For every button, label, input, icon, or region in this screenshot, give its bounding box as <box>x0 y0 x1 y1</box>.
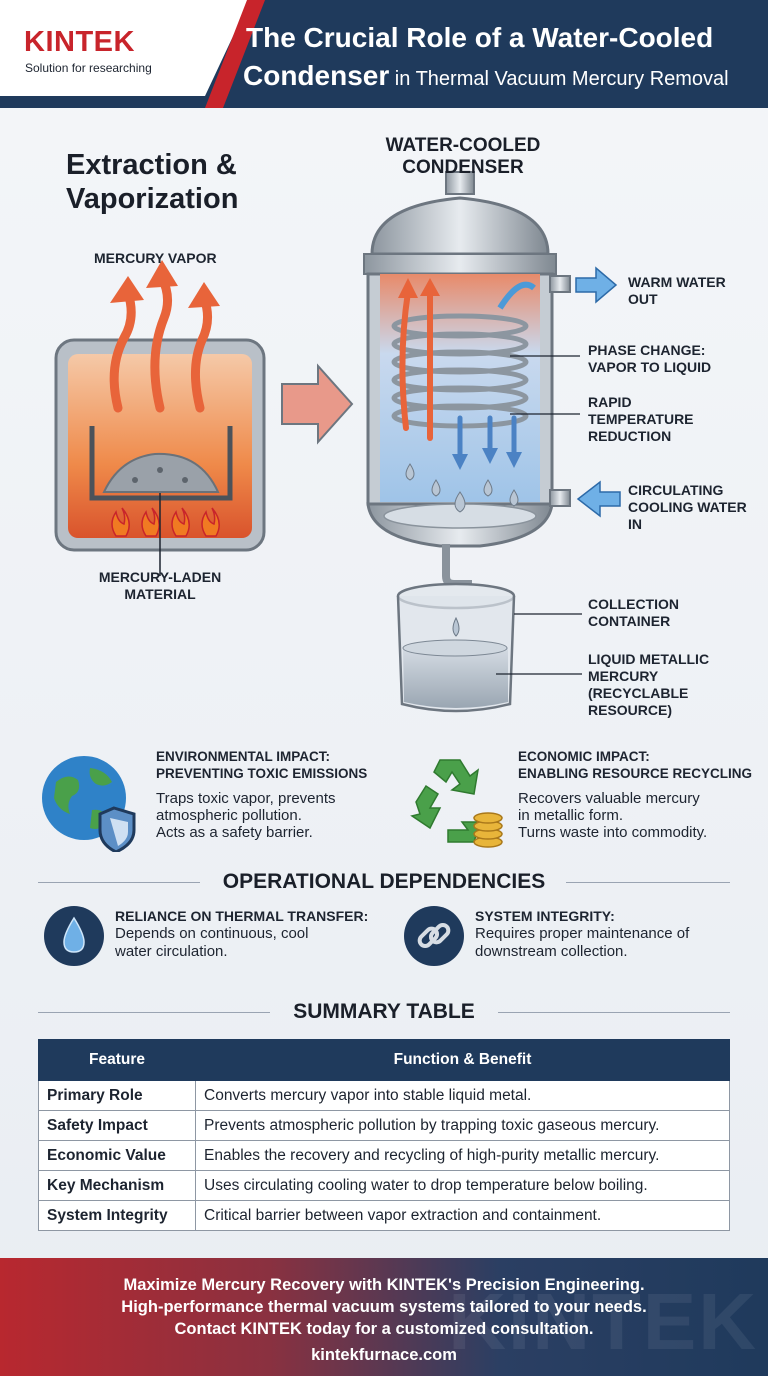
header-banner: KINTEK Solution for researching The Cruc… <box>0 0 768 108</box>
table-cell-feature: System Integrity <box>38 1200 196 1231</box>
water-drop-icon <box>44 906 104 966</box>
thermal-transfer-text-line2: water circulation. <box>115 943 228 960</box>
economic-impact-title-line1: ECONOMIC IMPACT: <box>518 749 650 764</box>
environmental-impact-title-line2: PREVENTING TOXIC EMISSIONS <box>156 766 368 781</box>
process-illustration <box>54 171 621 713</box>
table-row: Safety Impact Prevents atmospheric pollu… <box>38 1110 730 1141</box>
brand-tagline: Solution for researching <box>25 61 152 75</box>
phase-change-label: PHASE CHANGE: VAPOR TO LIQUID <box>588 342 712 375</box>
warm-water-out-label: WARM WATER OUT <box>628 274 726 307</box>
table-header-feature: Feature <box>38 1039 196 1081</box>
environmental-impact-text-line3: Acts as a safety barrier. <box>156 824 313 841</box>
table-row: Primary Role Converts mercury vapor into… <box>38 1080 730 1111</box>
mercury-vapor-arrows <box>109 273 212 413</box>
economic-impact-title: ECONOMIC IMPACT: ENABLING RESOURCE RECYC… <box>518 748 752 782</box>
cooling-water-in-arrow <box>576 480 621 518</box>
liquid-mercury-label: LIQUID METALLIC MERCURY (RECYCLABLE RESO… <box>588 651 710 718</box>
logo-panel <box>0 0 250 96</box>
footer-cta-line2: High-performance thermal vacuum systems … <box>121 1298 647 1316</box>
environmental-impact: ENVIRONMENTAL IMPACT: PREVENTING TOXIC E… <box>38 748 388 852</box>
chain-link-icon <box>404 906 464 966</box>
table-row: Key Mechanism Uses circulating cooling w… <box>38 1170 730 1201</box>
system-integrity-text-line1: Requires proper maintenance of <box>475 925 690 942</box>
footer-banner: KINTEK Maximize Mercury Recovery with KI… <box>0 1258 768 1376</box>
environmental-impact-title-line1: ENVIRONMENTAL IMPACT: <box>156 749 330 764</box>
footer-watermark: KINTEK <box>448 1277 758 1366</box>
table-cell-benefit: Prevents atmospheric pollution by trappi… <box>195 1110 730 1141</box>
transfer-arrow <box>281 363 354 445</box>
environmental-impact-text-line1: Traps toxic vapor, prevents <box>156 790 336 807</box>
economic-impact-text-line2: in metallic form. <box>518 807 624 824</box>
footer-cta-line1: Maximize Mercury Recovery with KINTEK's … <box>123 1276 645 1294</box>
section-rule-left <box>38 882 200 883</box>
table-row: System Integrity Critical barrier betwee… <box>38 1200 730 1231</box>
condenser-icon <box>363 171 571 594</box>
thermal-transfer-text-line1: Depends on continuous, cool <box>115 925 309 942</box>
page-title-main: Condenser <box>243 60 390 91</box>
table-cell-feature: Key Mechanism <box>38 1170 196 1201</box>
economic-impact-text-line3: Turns waste into commodity. <box>518 824 708 841</box>
furnace-icon <box>54 338 266 576</box>
section-rule-right <box>566 882 730 883</box>
table-row: Economic Value Enables the recovery and … <box>38 1140 730 1171</box>
thermal-transfer-title: RELIANCE ON THERMAL TRANSFER: <box>115 908 369 924</box>
process-diagram: Extraction & Vaporization WATER-COOLED C… <box>0 108 768 748</box>
mercury-vapor-label: MERCURY VAPOR <box>94 250 217 266</box>
system-integrity-title: SYSTEM INTEGRITY: <box>475 908 615 924</box>
page-subtitle: in Thermal Vacuum Mercury Removal <box>389 68 729 90</box>
table-cell-benefit: Critical barrier between vapor extractio… <box>195 1200 730 1231</box>
brand-logo[interactable]: KINTEK <box>24 26 135 58</box>
operational-heading: OPERATIONAL DEPENDENCIES <box>222 870 546 893</box>
economic-impact: ECONOMIC IMPACT: ENABLING RESOURCE RECYC… <box>404 748 754 848</box>
table-cell-benefit: Converts mercury vapor into stable liqui… <box>195 1080 730 1111</box>
environmental-impact-title: ENVIRONMENTAL IMPACT: PREVENTING TOXIC E… <box>156 748 367 782</box>
extraction-title: Extraction & Vaporization <box>66 149 239 215</box>
environmental-impact-text: Traps toxic vapor, prevents atmospheric … <box>156 790 367 841</box>
table-cell-feature: Safety Impact <box>38 1110 196 1141</box>
page-title-line2: Condenser in Thermal Vacuum Mercury Remo… <box>243 60 729 92</box>
system-integrity-text-line2: downstream collection. <box>475 943 628 960</box>
mercury-laden-label: MERCURY-LADEN MATERIAL <box>98 569 222 602</box>
warm-water-out-arrow <box>575 266 618 304</box>
table-cell-feature: Primary Role <box>38 1080 196 1111</box>
cooling-water-in-label: CIRCULATING COOLING WATER IN <box>628 482 747 532</box>
table-cell-feature: Economic Value <box>38 1140 196 1171</box>
footer-website-link[interactable]: kintekfurnace.com <box>311 1346 457 1364</box>
table-cell-benefit: Enables the recovery and recycling of hi… <box>195 1140 730 1171</box>
collection-container-label: COLLECTION CONTAINER <box>588 596 679 629</box>
economic-impact-text: Recovers valuable mercury in metallic fo… <box>518 790 752 841</box>
table-header-function: Function & Benefit <box>195 1039 730 1081</box>
economic-impact-title-line2: ENABLING RESOURCE RECYCLING <box>518 766 753 781</box>
globe-shield-icon <box>42 756 136 852</box>
summary-rule-right <box>498 1012 730 1013</box>
summary-rule-left <box>38 1012 270 1013</box>
summary-table: Feature Function & Benefit Primary Role … <box>38 1039 730 1231</box>
table-cell-benefit: Uses circulating cooling water to drop t… <box>195 1170 730 1201</box>
collection-container-icon <box>396 582 516 713</box>
rapid-temperature-label: RAPID TEMPERATURE REDUCTION <box>588 394 694 444</box>
recycle-coins-icon <box>410 759 503 848</box>
summary-heading: SUMMARY TABLE <box>293 1000 475 1023</box>
environmental-impact-text-line2: atmospheric pollution. <box>156 807 302 824</box>
footer-cta-line3: Contact KINTEK today for a customized co… <box>174 1320 594 1338</box>
condenser-title: WATER-COOLED CONDENSER <box>385 135 541 178</box>
economic-impact-text-line1: Recovers valuable mercury <box>518 790 700 807</box>
page-title-line1: The Crucial Role of a Water-Cooled <box>246 22 714 53</box>
vapor-arrowheads <box>110 260 220 308</box>
table-header-row: Feature Function & Benefit <box>38 1039 730 1081</box>
